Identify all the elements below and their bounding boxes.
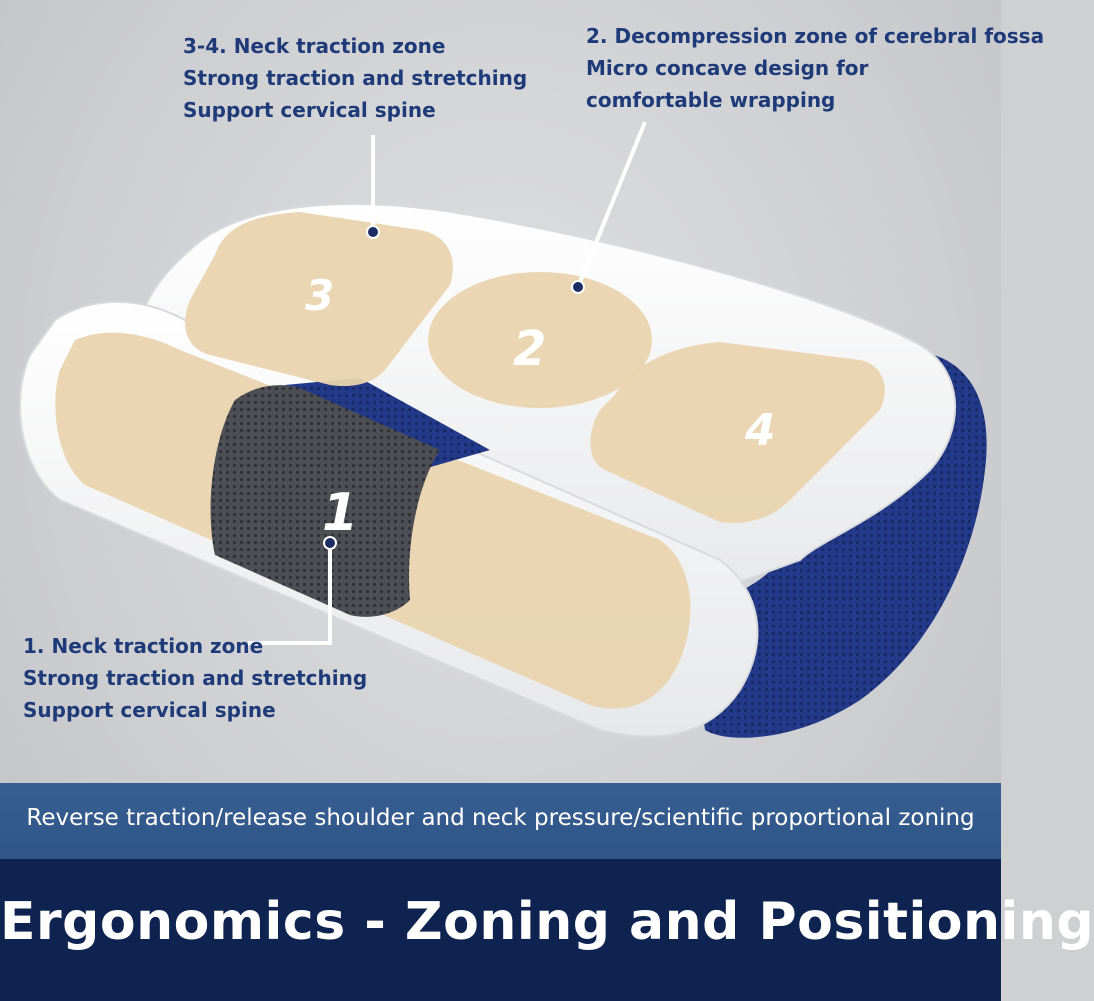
zone2-number: 2 bbox=[513, 321, 546, 377]
title-band bbox=[0, 859, 1001, 1001]
callout-zone2-title: 2. Decompression zone of cerebral fossa bbox=[586, 24, 1045, 48]
callout-zone34-title: 3-4. Neck traction zone bbox=[183, 34, 446, 58]
zone1-dark-band bbox=[210, 385, 440, 617]
headline-title: Ergonomics - Zoning and Positioning bbox=[0, 892, 1094, 952]
zone4-number: 4 bbox=[744, 405, 776, 456]
zone3-pad bbox=[185, 212, 453, 387]
callout-zone2-line3: comfortable wrapping bbox=[586, 88, 836, 112]
callout-zone1-line2: Strong traction and stretching bbox=[23, 666, 368, 690]
zone3-number: 3 bbox=[305, 271, 334, 320]
zone4-pad bbox=[590, 342, 885, 523]
callout-zone34-line2: Strong traction and stretching bbox=[183, 66, 528, 90]
callout-zone-1: 1. Neck traction zone Strong traction an… bbox=[23, 630, 367, 726]
callout-zone1-line3: Support cervical spine bbox=[23, 698, 276, 722]
callout-zone1-title: 1. Neck traction zone bbox=[23, 634, 264, 658]
leader-dot-zone2 bbox=[571, 280, 585, 294]
leader-dot-zone1 bbox=[323, 536, 337, 550]
zone1-navy-band bbox=[285, 378, 490, 470]
subtitle-text: Reverse traction/release shoulder and ne… bbox=[26, 805, 975, 831]
callout-zone2-line2: Micro concave design for bbox=[586, 56, 869, 80]
callout-zone-2: 2. Decompression zone of cerebral fossa … bbox=[586, 20, 1044, 116]
leader-dot-zone34 bbox=[366, 225, 380, 239]
callout-zone-3-4: 3-4. Neck traction zone Strong traction … bbox=[183, 30, 527, 126]
zone1-number: 1 bbox=[322, 483, 358, 543]
callout-zone34-line3: Support cervical spine bbox=[183, 98, 436, 122]
leader-line-zone2 bbox=[576, 121, 647, 288]
subtitle-band bbox=[0, 783, 1001, 859]
leader-line-zone1 bbox=[248, 543, 332, 645]
pillow-illustration: 3 2 4 1 bbox=[19, 121, 987, 738]
zone2-pad bbox=[428, 272, 652, 408]
